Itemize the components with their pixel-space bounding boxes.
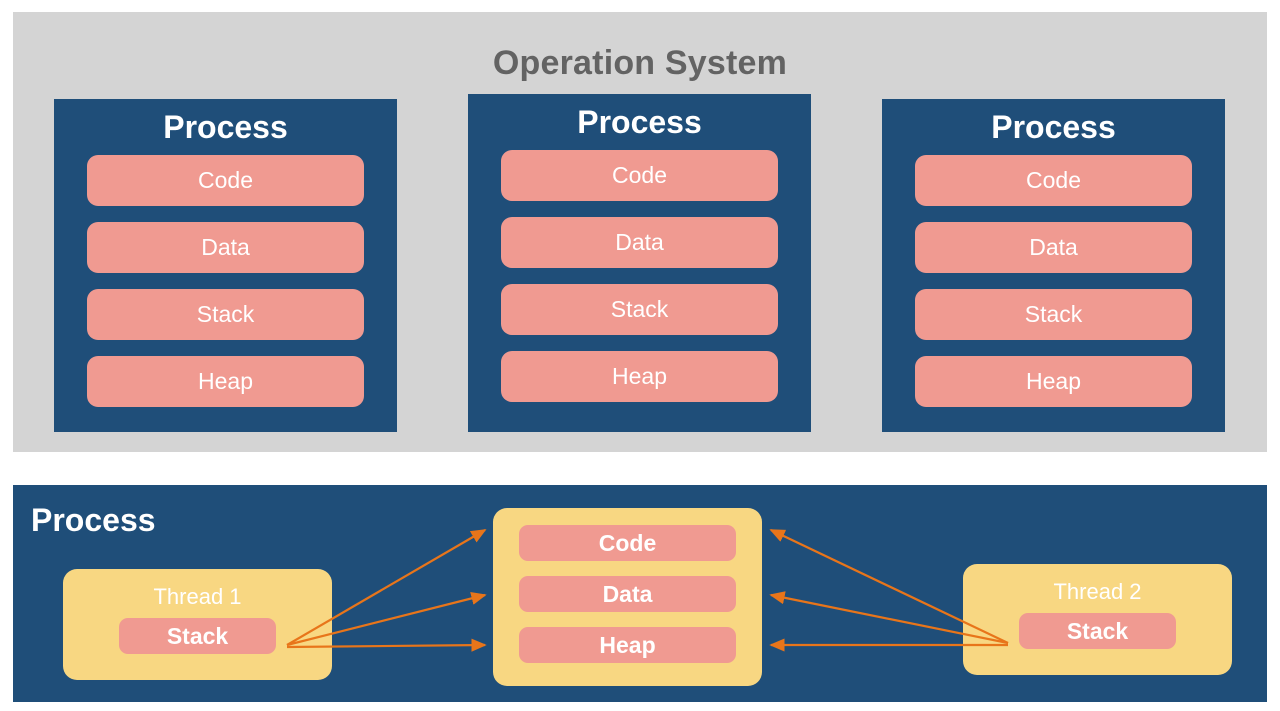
thread-process-panel: Process Thread 1 Stack Code Data Heap Th…	[13, 485, 1267, 702]
segment-heap: Heap	[915, 355, 1192, 407]
thread-panel-title: Process	[31, 502, 156, 538]
segment-data: Data	[501, 216, 778, 268]
shared-memory-box: Code Data Heap	[493, 508, 762, 686]
segment-code: Code	[915, 154, 1192, 206]
shared-segment-heap: Heap	[519, 627, 736, 663]
segment-stack: Stack	[915, 288, 1192, 340]
process-box-3-segments: Code Data Stack Heap	[882, 154, 1225, 407]
segment-code: Code	[87, 154, 364, 206]
process-box-1: Process Code Data Stack Heap	[54, 99, 397, 432]
thread-1-label: Thread 1	[153, 584, 242, 609]
process-box-2-title: Process	[577, 104, 702, 140]
segment-heap: Heap	[501, 350, 778, 402]
thread-box-2: Thread 2 Stack	[963, 564, 1232, 675]
segment-data: Data	[87, 221, 364, 273]
segment-stack: Stack	[501, 283, 778, 335]
process-box-1-segments: Code Data Stack Heap	[54, 154, 397, 407]
segment-heap: Heap	[87, 355, 364, 407]
shared-segment-code: Code	[519, 525, 736, 561]
segment-code: Code	[501, 149, 778, 201]
thread-box-1: Thread 1 Stack	[63, 569, 332, 680]
process-box-2: Process Code Data Stack Heap	[468, 94, 811, 432]
operating-system-panel: Operation System Process Code Data Stack…	[13, 12, 1267, 452]
process-box-1-title: Process	[163, 109, 288, 145]
segment-data: Data	[915, 221, 1192, 273]
process-box-3-title: Process	[991, 109, 1116, 145]
segment-stack: Stack	[87, 288, 364, 340]
shared-segment-data: Data	[519, 576, 736, 612]
os-panel-title: Operation System	[492, 44, 788, 82]
process-box-3: Process Code Data Stack Heap	[882, 99, 1225, 432]
thread-2-label: Thread 2	[1053, 579, 1142, 604]
process-box-2-segments: Code Data Stack Heap	[468, 149, 811, 402]
thread-2-stack: Stack	[1019, 613, 1176, 649]
thread-1-stack: Stack	[119, 618, 276, 654]
